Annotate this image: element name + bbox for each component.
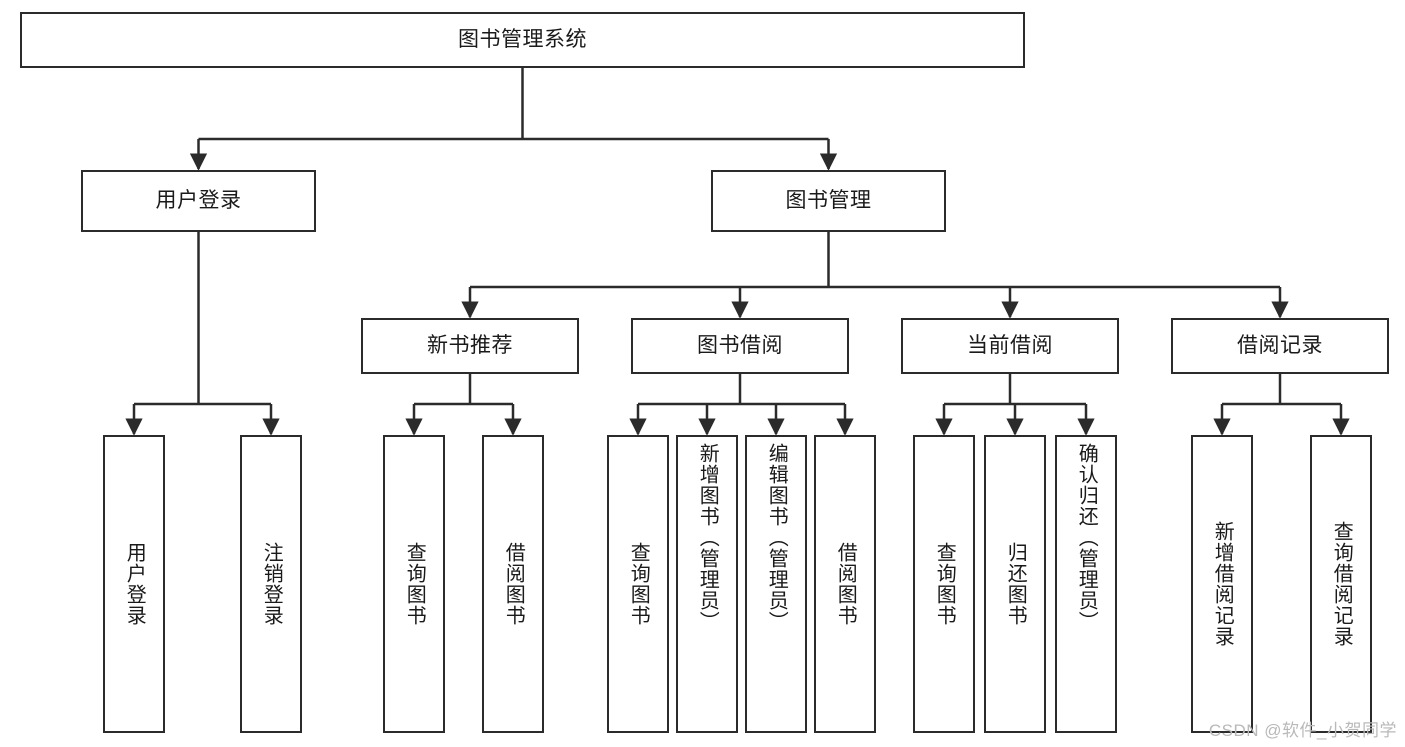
node-new-book-recommend[interactable]: 新书推荐 — [361, 318, 579, 374]
leaf-borrow-book[interactable]: 借阅图书 — [814, 435, 876, 733]
leaf-user-login-label: 用户登录 — [123, 542, 146, 626]
watermark: CSDN @软件_小贺同学 — [1208, 721, 1397, 740]
node-user-login[interactable]: 用户登录 — [81, 170, 316, 232]
node-root[interactable]: 图书管理系统 — [20, 12, 1025, 68]
leaf-return-book[interactable]: 归还图书 — [984, 435, 1046, 733]
node-user-login-label: 用户登录 — [155, 189, 242, 213]
node-borrow-record[interactable]: 借阅记录 — [1171, 318, 1389, 374]
node-current-borrow[interactable]: 当前借阅 — [901, 318, 1119, 374]
leaf-user-logout[interactable]: 注销登录 — [240, 435, 302, 733]
leaf-borrow-book-rec-label: 借阅图书 — [502, 542, 525, 626]
leaf-edit-book-label: 编辑图书（管理员） — [765, 443, 788, 632]
leaf-add-book[interactable]: 新增图书（管理员） — [676, 435, 738, 733]
leaf-edit-book[interactable]: 编辑图书（管理员） — [745, 435, 807, 733]
leaf-query-book-rec[interactable]: 查询图书 — [383, 435, 445, 733]
leaf-user-logout-label: 注销登录 — [260, 542, 283, 626]
leaf-add-record[interactable]: 新增借阅记录 — [1191, 435, 1253, 733]
node-book-borrow[interactable]: 图书借阅 — [631, 318, 849, 374]
node-root-label: 图书管理系统 — [458, 28, 587, 52]
leaf-query-record[interactable]: 查询借阅记录 — [1310, 435, 1372, 733]
leaf-query-book-borrow-label: 查询图书 — [627, 542, 650, 626]
node-new-book-recommend-label: 新书推荐 — [427, 334, 513, 358]
leaf-query-record-label: 查询借阅记录 — [1330, 521, 1353, 647]
leaf-borrow-book-rec[interactable]: 借阅图书 — [482, 435, 544, 733]
node-current-borrow-label: 当前借阅 — [967, 334, 1053, 358]
leaf-query-book-cur-label: 查询图书 — [933, 542, 956, 626]
leaf-confirm-return[interactable]: 确认归还（管理员） — [1055, 435, 1117, 733]
node-book-borrow-label: 图书借阅 — [697, 334, 783, 358]
leaf-add-record-label: 新增借阅记录 — [1211, 521, 1234, 647]
leaf-add-book-label: 新增图书（管理员） — [696, 443, 719, 632]
node-book-manage[interactable]: 图书管理 — [711, 170, 946, 232]
leaf-query-book-cur[interactable]: 查询图书 — [913, 435, 975, 733]
leaf-query-book-borrow[interactable]: 查询图书 — [607, 435, 669, 733]
leaf-confirm-return-label: 确认归还（管理员） — [1075, 443, 1098, 632]
node-book-manage-label: 图书管理 — [785, 189, 872, 213]
node-borrow-record-label: 借阅记录 — [1237, 334, 1323, 358]
leaf-borrow-book-label: 借阅图书 — [834, 542, 857, 626]
leaf-return-book-label: 归还图书 — [1004, 542, 1027, 626]
leaf-query-book-rec-label: 查询图书 — [403, 542, 426, 626]
leaf-user-login[interactable]: 用户登录 — [103, 435, 165, 733]
